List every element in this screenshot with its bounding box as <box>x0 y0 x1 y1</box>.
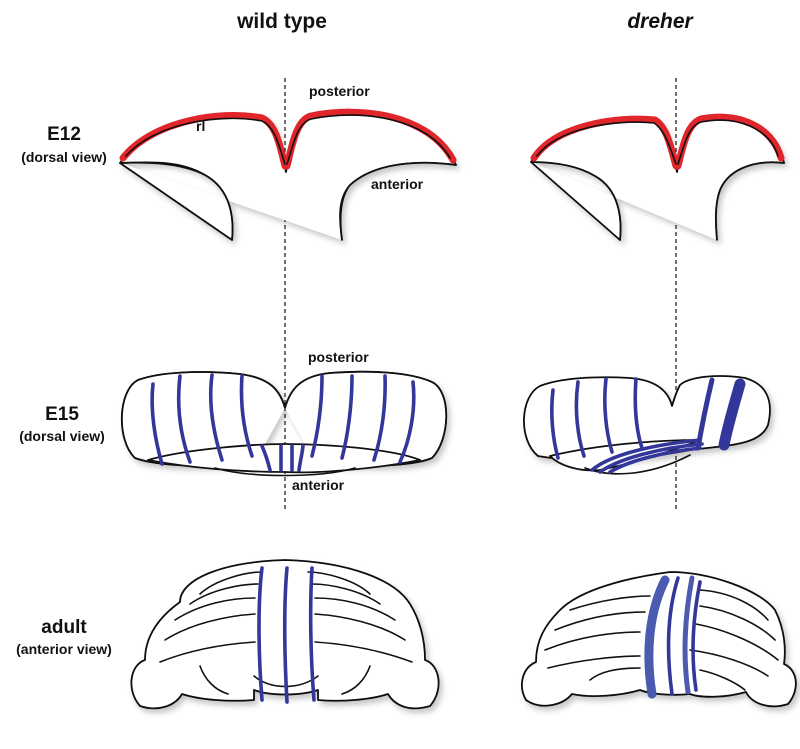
e12-wild-type-rhombic-lip-right <box>283 108 457 170</box>
e12-wild-type-rl-inner-line <box>125 114 451 165</box>
e15-dreher-wide-stripe <box>718 378 746 451</box>
adult-dreher-cerebellum <box>521 571 797 708</box>
e15-wt-stripe-10 <box>340 374 354 460</box>
adult-stage-label: adult <box>41 617 87 638</box>
e15-dreher-stripe-5 <box>695 377 715 451</box>
wild-type-title: wild type <box>236 10 327 33</box>
adult-view-label: (anterior view) <box>16 641 112 657</box>
adult-dreher-wide-stripe <box>644 575 670 699</box>
e15-wt-stripe-3 <box>208 373 224 462</box>
adult-wt-stripe-2 <box>282 566 289 704</box>
adult-wt-stripe-1 <box>257 566 264 702</box>
e15-view-label: (dorsal view) <box>19 428 105 444</box>
e15-wt-stripe-1 <box>150 382 164 466</box>
e15-dreher-stripe-1 <box>550 388 560 460</box>
e15-wild-type-cerebellum <box>120 370 448 477</box>
e15-dreher-stripe-4 <box>633 377 644 450</box>
posterior-label-e15: posterior <box>308 349 369 365</box>
e12-stage-label: E12 <box>47 124 81 145</box>
e12-wild-type-left-lobe-edge <box>119 161 234 241</box>
adult-dreher-stripe-3 <box>691 580 702 692</box>
e12-dreher-rhombic-lip-left <box>530 115 680 170</box>
e15-wt-stripe-4 <box>239 374 254 458</box>
anterior-label-e15: anterior <box>292 477 345 493</box>
rl-label: rl <box>196 118 205 134</box>
adult-dreher-stripe-2 <box>682 575 695 695</box>
e15-dreher-fused-stripe-c <box>608 446 702 474</box>
e15-dreher-stripe-3 <box>603 377 614 454</box>
e15-wt-stripe-12 <box>398 380 416 464</box>
anterior-label-e12: anterior <box>371 176 424 192</box>
e15-stage-label: E15 <box>45 404 79 425</box>
dreher-title: dreher <box>627 10 694 33</box>
adult-wt-stripe-3 <box>308 566 316 702</box>
e12-view-label: (dorsal view) <box>21 149 107 165</box>
e15-wt-stripe-5 <box>260 444 272 472</box>
adult-wild-type-cerebellum <box>130 559 440 710</box>
e15-wt-stripe-9 <box>310 374 324 458</box>
e12-dreher-rl-inner-line <box>536 119 779 165</box>
e15-dreher-stripe-2 <box>574 380 586 458</box>
e15-wt-stripe-11 <box>372 374 387 462</box>
adult-dreher-stripe-1 <box>666 576 680 696</box>
e15-wt-stripe-8 <box>297 444 305 472</box>
e15-dreher-fused-stripe-a <box>590 438 702 472</box>
e15-dreher-fused-stripe-b <box>598 442 704 474</box>
e15-dreher-cerebellum <box>523 375 771 475</box>
e15-wt-stripe-2 <box>176 374 192 464</box>
e12-wild-type-rhombic-lip-left <box>119 112 289 170</box>
posterior-label-e12: posterior <box>309 83 370 99</box>
